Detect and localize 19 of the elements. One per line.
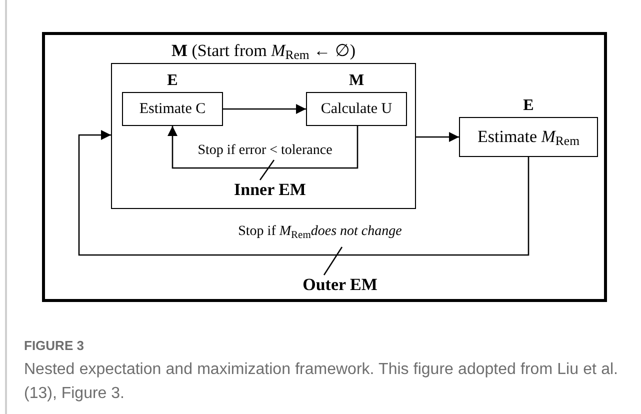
- arrow: [416, 132, 459, 142]
- figure-label: FIGURE 3: [24, 337, 84, 355]
- arrow: [168, 126, 358, 169]
- step-heading: M: [348, 71, 366, 91]
- edge-label: Stop if M$_{Rem}$does not change: [238, 223, 402, 242]
- leader-line: [323, 246, 343, 276]
- loop-label: Inner EM: [234, 180, 306, 200]
- box-text: Estimate C: [139, 100, 206, 119]
- caption: Nested expectation and maximization framework. This figure adopted from Liu et al. (13), Figure 3.: [24, 360, 618, 404]
- box-text: Calculate U: [320, 100, 392, 119]
- step-heading: E: [522, 96, 535, 116]
- box-text: Estimate M$_{Rem}$: [478, 126, 580, 150]
- edge-label: Stop if error < tolerance: [198, 142, 332, 160]
- loop-label: Outer EM: [302, 275, 378, 295]
- leader-line: [259, 160, 275, 180]
- arrow: [223, 104, 306, 114]
- arrow: [78, 130, 530, 256]
- group-heading: M (Start from M$_{Rem}$ ← ∅): [170, 40, 357, 64]
- step-heading: E: [166, 71, 179, 91]
